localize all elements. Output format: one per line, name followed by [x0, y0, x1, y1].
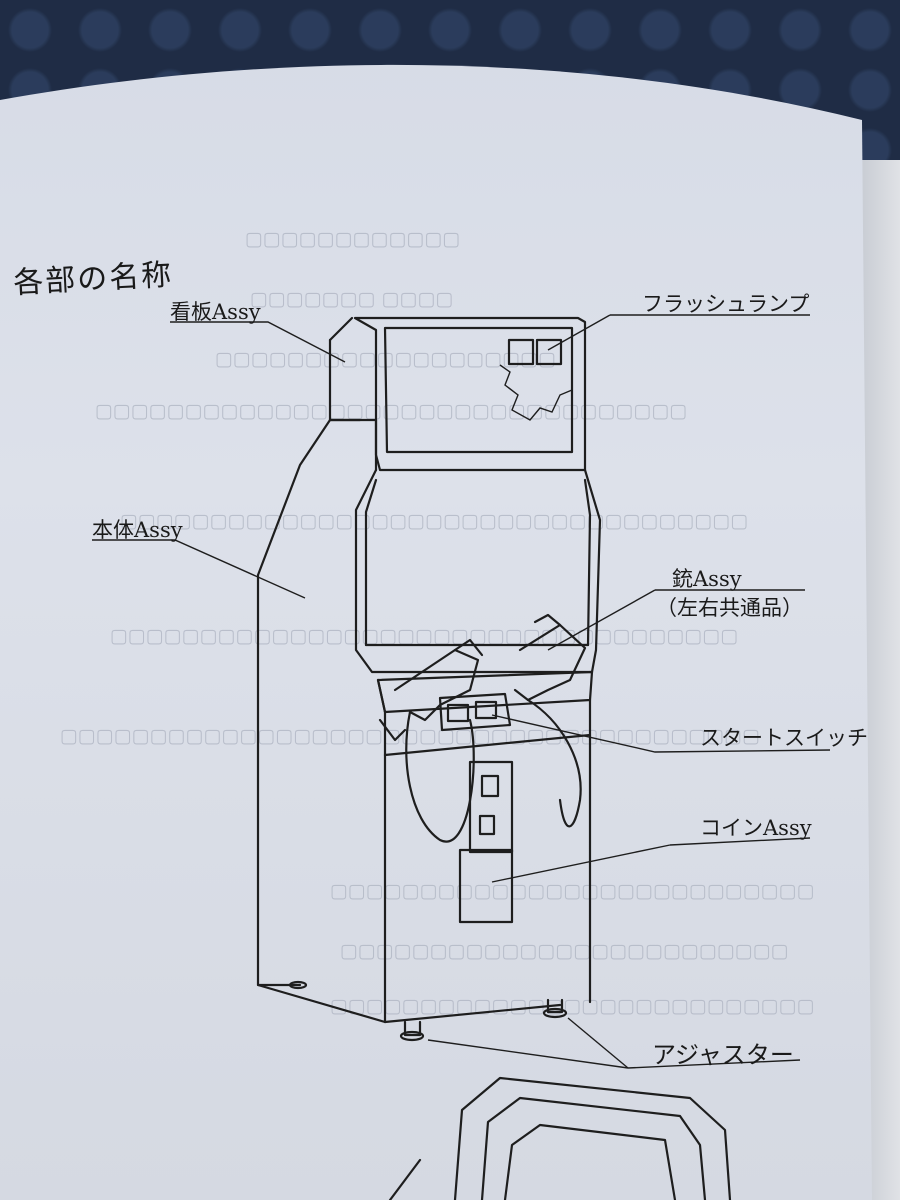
- label-gun-note: （左右共通品）: [656, 596, 803, 620]
- next-illustration: [388, 1076, 732, 1200]
- label-flash-lamp: フラッシュランプ: [642, 292, 810, 316]
- label-sign-assy: 看板Assy: [170, 300, 261, 324]
- label-start-switch: スタートスイッチ: [700, 726, 868, 750]
- label-gun-assy: 銃Assy: [672, 567, 742, 591]
- cabinet-body: [256, 418, 594, 1042]
- label-adjuster: アジャスター: [652, 1041, 794, 1069]
- label-body-assy: 本体Assy: [92, 518, 183, 542]
- leader-lines: [92, 314, 831, 1069]
- label-coin-assy: コインAssy: [700, 816, 812, 840]
- gun-assemblies: [378, 613, 587, 843]
- section-heading: 各部の名称: [12, 257, 175, 301]
- sign-box: [328, 316, 587, 472]
- screen-housing: [354, 468, 602, 674]
